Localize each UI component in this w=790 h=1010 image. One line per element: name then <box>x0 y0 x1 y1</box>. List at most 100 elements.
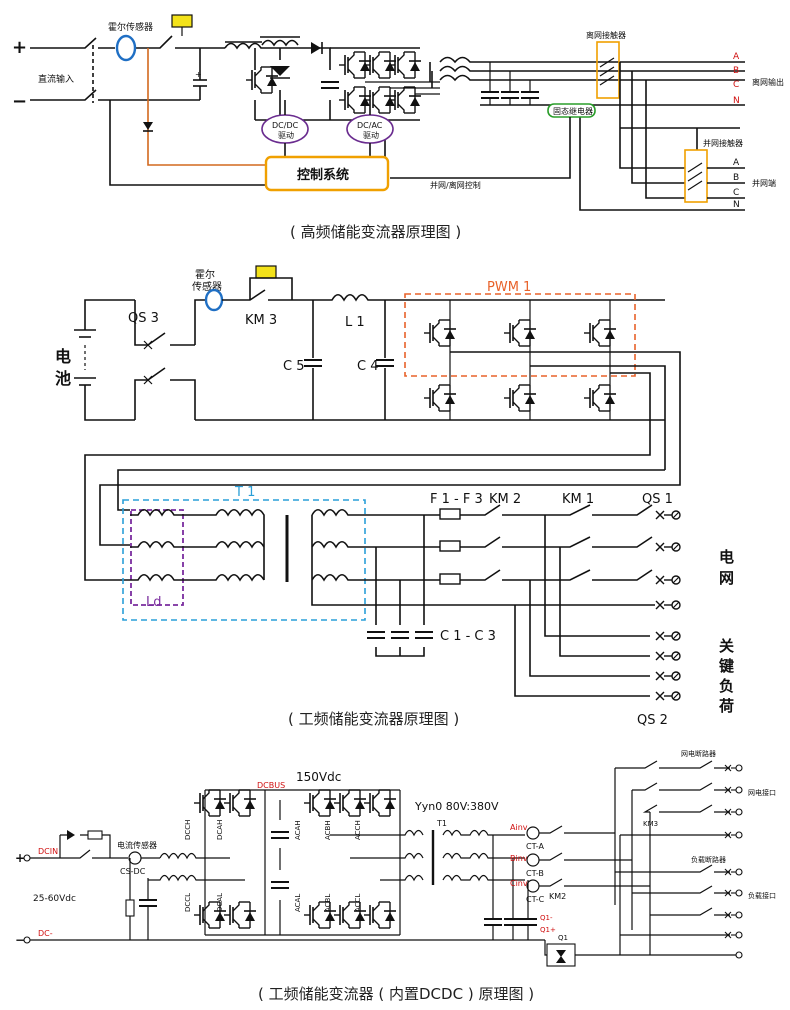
ld-inductor-box <box>130 509 184 606</box>
figure-2-line-frequency-pcs: 霍尔 传感器 电 池 QS 3 KM 3 L 1 C 5 C 4 <box>55 265 734 728</box>
grid-side-label: 并网端 <box>752 178 776 188</box>
qs2-label: QS 2 <box>637 713 668 728</box>
grid-port-terminal-a <box>724 764 743 772</box>
phase-c-label-bottom: C <box>733 188 739 198</box>
battery-icon <box>74 329 96 386</box>
figure-3-caption: ( 工频储能变流器 ( 内置DCDC ) 原理图 ) <box>258 985 534 1003</box>
l1-label: L 1 <box>345 315 365 330</box>
accl-igbt-icon <box>363 901 397 929</box>
relay-coil-icon <box>171 14 193 28</box>
km3-label: KM 3 <box>245 313 277 328</box>
dcac-drive-label-line2: 驱动 <box>363 130 379 140</box>
q1-minus-label: Q1- <box>540 914 553 922</box>
load-terminal-b <box>655 651 681 661</box>
feedback-diode-icon <box>143 122 153 130</box>
phase-b-label-bottom: B <box>733 173 739 183</box>
phase-a-label-top: A <box>733 52 740 62</box>
precharge-diode-icon <box>67 830 75 840</box>
fuse-label: F 1 - F 3 <box>430 492 483 507</box>
cs-dc-label: CS-DC <box>120 867 146 876</box>
dc-bleed-resistor-icon <box>125 899 135 917</box>
grid-breaker-label: 网电断路器 <box>681 749 716 758</box>
upper-igbt-icon <box>423 319 457 347</box>
phase-a-label-bottom: A <box>733 158 740 168</box>
dc-input-capacitor-icon <box>138 899 158 907</box>
grid-terminal-n <box>655 600 681 610</box>
grid-terminal-b <box>655 542 681 552</box>
hall-sensor-icon <box>115 34 137 62</box>
ld-inductor-icon <box>130 508 205 582</box>
figure-1-caption: ( 高频储能变流器原理图 ) <box>290 223 461 241</box>
dcch-igbt-icon <box>193 789 227 817</box>
dcah-igbt-icon <box>223 789 257 817</box>
load-port-terminal-n <box>724 931 743 939</box>
load-breaker-label: 负载断路器 <box>691 855 726 864</box>
hf-transformer-icon <box>261 39 299 47</box>
c2-capacitor-icon <box>390 631 410 639</box>
dccl-label: DCCL <box>184 893 192 912</box>
dcal-label: DCAL <box>216 893 224 912</box>
load-port-terminal-c <box>724 911 743 919</box>
grid-terminal-c <box>655 575 681 585</box>
c5-capacitor-icon <box>303 359 323 367</box>
current-sensor-icon <box>128 851 142 865</box>
t1-label-fig3: T1 <box>436 819 447 828</box>
t1-secondary-winding-icon <box>311 508 655 606</box>
acah-igbt-icon <box>303 789 337 817</box>
acch-label: ACCH <box>354 820 362 840</box>
control-system-label: 控制系统 <box>297 167 349 183</box>
dc-plus-symbol-fig3: + <box>15 851 25 865</box>
acch-igbt-icon <box>363 789 397 817</box>
load-port-terminal-a <box>724 868 743 876</box>
q1-thyristor-icon <box>556 950 566 957</box>
svg-text:+: + <box>195 70 202 79</box>
dcminus-label: DC- <box>38 929 53 938</box>
current-sensor-label: 电流传感器 <box>117 840 157 850</box>
t1-transformer-box <box>122 499 366 621</box>
phase-n-label-top: N <box>733 96 740 106</box>
ct-c-icon <box>526 879 540 893</box>
grid-contactor-box <box>684 149 708 203</box>
load-terminal-n <box>655 691 681 701</box>
critical-load-label-line4: 荷 <box>719 697 734 715</box>
hall-sensor-label: 霍尔传感器 <box>108 21 153 33</box>
ct-a-icon <box>526 826 540 840</box>
offgrid-contactor-box <box>596 41 620 99</box>
acal-label: ACAL <box>294 894 302 912</box>
km1-label: KM 1 <box>562 492 594 507</box>
figure-3-line-frequency-pcs-dcdc: DCBUS 150Vdc Yyn0 80V:380V T1 + − DCIN D… <box>15 749 776 1003</box>
load-terminal-a <box>655 631 681 641</box>
c1c3-label: C 1 - C 3 <box>440 629 496 644</box>
ld-label: Ld <box>146 595 162 610</box>
acbh-igbt-icon <box>333 789 367 817</box>
lower-igbt-icon <box>423 384 457 412</box>
figure-2-caption: ( 工频储能变流器原理图 ) <box>288 710 459 728</box>
boost-inductor-icon <box>224 42 265 50</box>
ssr-label: 固态继电器 <box>553 106 593 116</box>
km2-label: KM 2 <box>489 492 521 507</box>
c1-capacitor-icon <box>366 631 386 639</box>
qs1-label: QS 1 <box>642 492 673 507</box>
grid-port-terminal-n <box>724 831 743 839</box>
cinv-label: Cinv <box>510 879 528 888</box>
acbl-label: ACBL <box>324 894 332 912</box>
offgrid-output-label: 离网输出 <box>752 77 784 87</box>
c3-capacitor-icon <box>414 631 434 639</box>
accl-label: ACCL <box>354 894 362 912</box>
voltage-range-label: 25-60Vdc <box>33 894 76 904</box>
t1-label: T 1 <box>234 485 255 500</box>
dcac-drive-label-line1: DC/AC <box>357 121 383 130</box>
bus-capacitor-1-icon <box>270 831 290 839</box>
dcch-label: DCCH <box>184 820 192 840</box>
binv-label: Binv <box>510 854 528 863</box>
acah-label: ACAH <box>294 820 302 840</box>
ainv-label: Ainv <box>510 823 528 832</box>
dc-link-capacitor-icon <box>320 81 340 89</box>
critical-load-label-line2: 键 <box>718 657 734 675</box>
offgrid-contactor-label: 离网接触器 <box>586 30 626 40</box>
critical-load-label-line1: 关 <box>719 637 734 655</box>
t1-primary-winding-icon <box>205 508 289 582</box>
dc-minus-symbol: − <box>12 91 27 112</box>
c4-label: C 4 <box>357 359 378 374</box>
